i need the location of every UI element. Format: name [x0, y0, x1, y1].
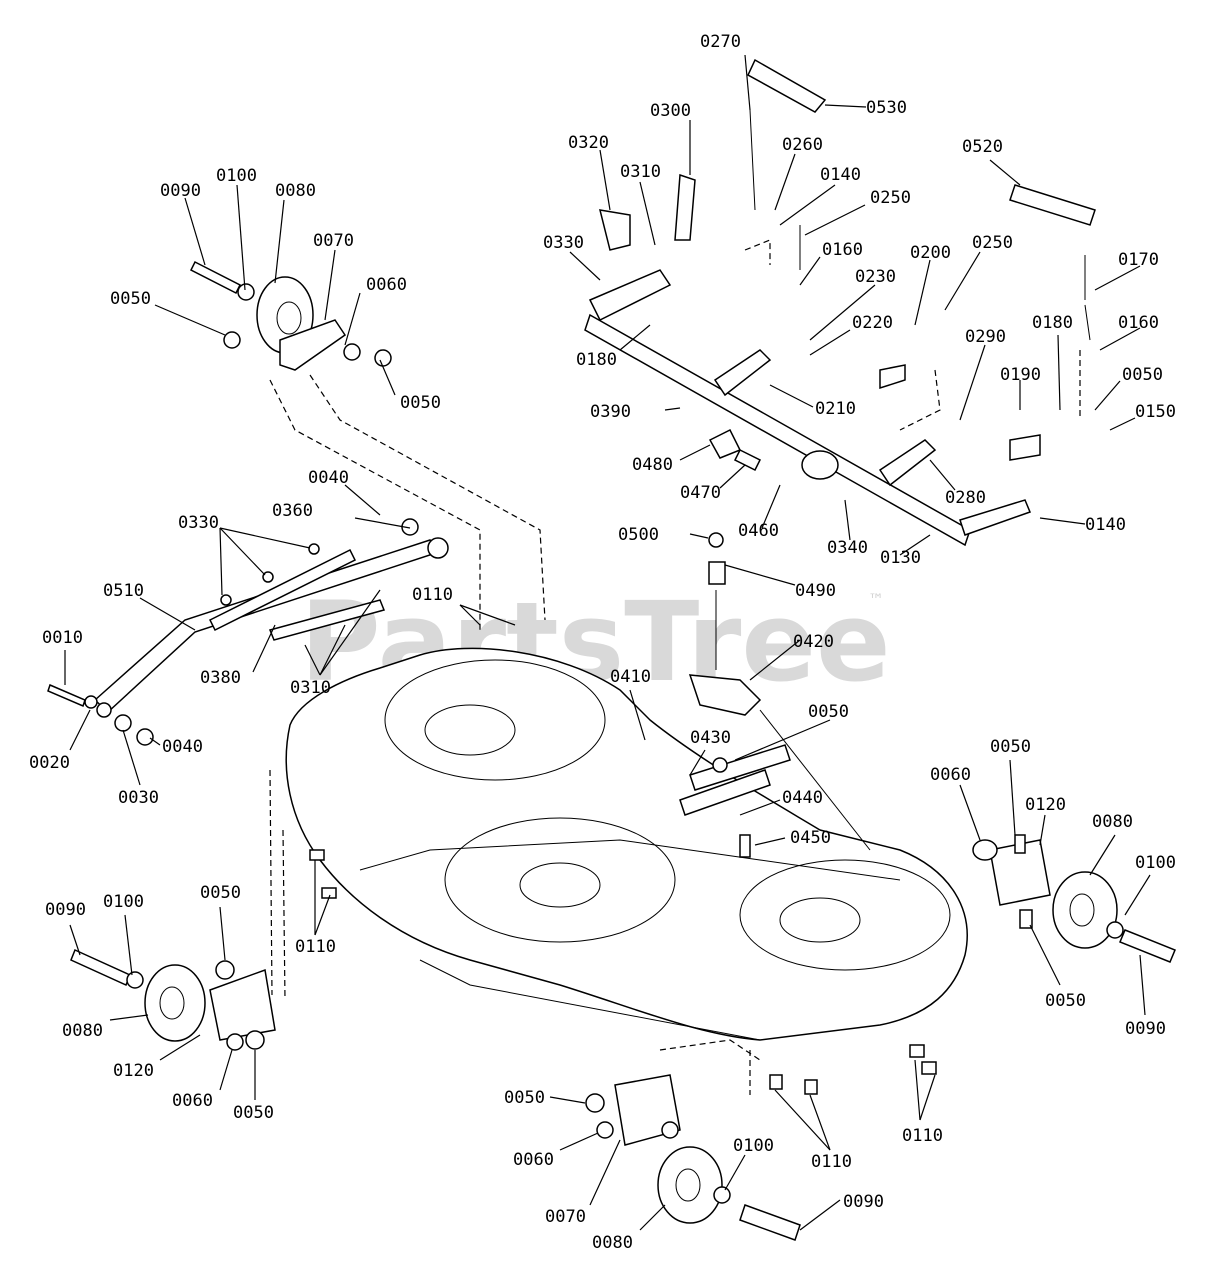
callout-0010: 0010	[42, 628, 83, 648]
callout-0020: 0020	[29, 753, 70, 773]
callout-0200: 0200	[910, 243, 951, 263]
callout-0530: 0530	[866, 98, 907, 118]
lift-shaft-assembly	[584, 58, 1096, 547]
callout-0030: 0030	[118, 788, 159, 808]
gauge-wheel-bottom	[585, 1039, 937, 1241]
callout-0060-bottom: 0060	[513, 1150, 554, 1170]
callout-0110-top: 0110	[412, 585, 453, 605]
callout-0180-left: 0180	[576, 350, 617, 370]
callout-labels: 0270 0530 0300 0320 0260 0520 0140 0310 …	[29, 32, 1176, 1253]
callout-0060-upper-left: 0060	[366, 275, 407, 295]
callout-0320: 0320	[568, 133, 609, 153]
callout-0040-left: 0040	[162, 737, 203, 757]
callout-0150: 0150	[1135, 402, 1176, 422]
callout-0250-right: 0250	[972, 233, 1013, 253]
callout-0510: 0510	[103, 581, 144, 601]
callout-0090-right: 0090	[1125, 1019, 1166, 1039]
callout-0080-right: 0080	[1092, 812, 1133, 832]
callout-0050-bottom: 0050	[504, 1088, 545, 1108]
callout-0040-top: 0040	[308, 468, 349, 488]
gauge-wheel-upper-left	[189, 260, 546, 630]
trademark-symbol: ™	[868, 590, 884, 609]
callout-0430: 0430	[690, 728, 731, 748]
callout-0110-right: 0110	[902, 1126, 943, 1146]
callout-0490: 0490	[795, 581, 836, 601]
callout-0050-upper-left-b: 0050	[400, 393, 441, 413]
callout-0440: 0440	[782, 788, 823, 808]
callout-0050-lower-left-a: 0050	[200, 883, 241, 903]
gauge-wheel-lower-left	[70, 769, 337, 1051]
callout-0280: 0280	[945, 488, 986, 508]
callout-0520: 0520	[962, 137, 1003, 157]
callout-0310-top: 0310	[620, 162, 661, 182]
callout-0110-left: 0110	[295, 937, 336, 957]
callout-0170: 0170	[1118, 250, 1159, 270]
callout-0100-lower-left: 0100	[103, 892, 144, 912]
callout-0090-lower-left: 0090	[45, 900, 86, 920]
callout-0100-upper-left: 0100	[216, 166, 257, 186]
callout-0060-lower-left: 0060	[172, 1091, 213, 1111]
callout-0100-right: 0100	[1135, 853, 1176, 873]
callout-0050-right-a: 0050	[990, 737, 1031, 757]
callout-0290: 0290	[965, 327, 1006, 347]
callout-0190: 0190	[1000, 365, 1041, 385]
callout-0260: 0260	[782, 135, 823, 155]
callout-0080-upper-left: 0080	[275, 181, 316, 201]
callout-0070-bottom: 0070	[545, 1207, 586, 1227]
callout-0380: 0380	[200, 668, 241, 688]
callout-0140-right: 0140	[1085, 515, 1126, 535]
callout-0420: 0420	[793, 632, 834, 652]
front-lift-link	[47, 518, 449, 746]
callout-0050-lower-left-b: 0050	[233, 1103, 274, 1123]
callout-0060-right: 0060	[930, 765, 971, 785]
callout-0300: 0300	[650, 101, 691, 121]
callout-0160-right: 0160	[1118, 313, 1159, 333]
leader-lines	[64, 54, 1151, 1231]
callout-0090-upper-left: 0090	[160, 181, 201, 201]
callout-0460: 0460	[738, 521, 779, 541]
callout-0140-top: 0140	[820, 165, 861, 185]
callout-0130: 0130	[880, 548, 921, 568]
callout-0450: 0450	[790, 828, 831, 848]
callout-0220: 0220	[852, 313, 893, 333]
callout-0050-center: 0050	[808, 702, 849, 722]
lift-rod-assembly	[679, 532, 871, 858]
callout-0050-right-top: 0050	[1122, 365, 1163, 385]
mower-deck	[285, 647, 968, 1041]
callout-0160-top: 0160	[822, 240, 863, 260]
gauge-wheel-right	[972, 834, 1176, 963]
callout-0050-right-b: 0050	[1045, 991, 1086, 1011]
callout-0080-bottom: 0080	[592, 1233, 633, 1253]
callout-0330-left: 0330	[178, 513, 219, 533]
callout-0120-lower-left: 0120	[113, 1061, 154, 1081]
callout-0500: 0500	[618, 525, 659, 545]
callout-0180-right: 0180	[1032, 313, 1073, 333]
callout-0270: 0270	[700, 32, 741, 52]
callout-0110-bottom: 0110	[811, 1152, 852, 1172]
callout-0410: 0410	[610, 667, 651, 687]
callout-0050-upper-left-a: 0050	[110, 289, 151, 309]
callout-0340: 0340	[827, 538, 868, 558]
callout-0330-top: 0330	[543, 233, 584, 253]
callout-0210: 0210	[815, 399, 856, 419]
callout-0230: 0230	[855, 267, 896, 287]
callout-0310-left: 0310	[290, 678, 331, 698]
callout-0360: 0360	[272, 501, 313, 521]
callout-0480: 0480	[632, 455, 673, 475]
callout-0470: 0470	[680, 483, 721, 503]
callout-0250-top: 0250	[870, 188, 911, 208]
callout-0070-upper-left: 0070	[313, 231, 354, 251]
callout-0120-right: 0120	[1025, 795, 1066, 815]
callout-0390: 0390	[590, 402, 631, 422]
callout-0080-lower-left: 0080	[62, 1021, 103, 1041]
callout-0100-bottom: 0100	[733, 1136, 774, 1156]
callout-0090-bottom: 0090	[843, 1192, 884, 1212]
